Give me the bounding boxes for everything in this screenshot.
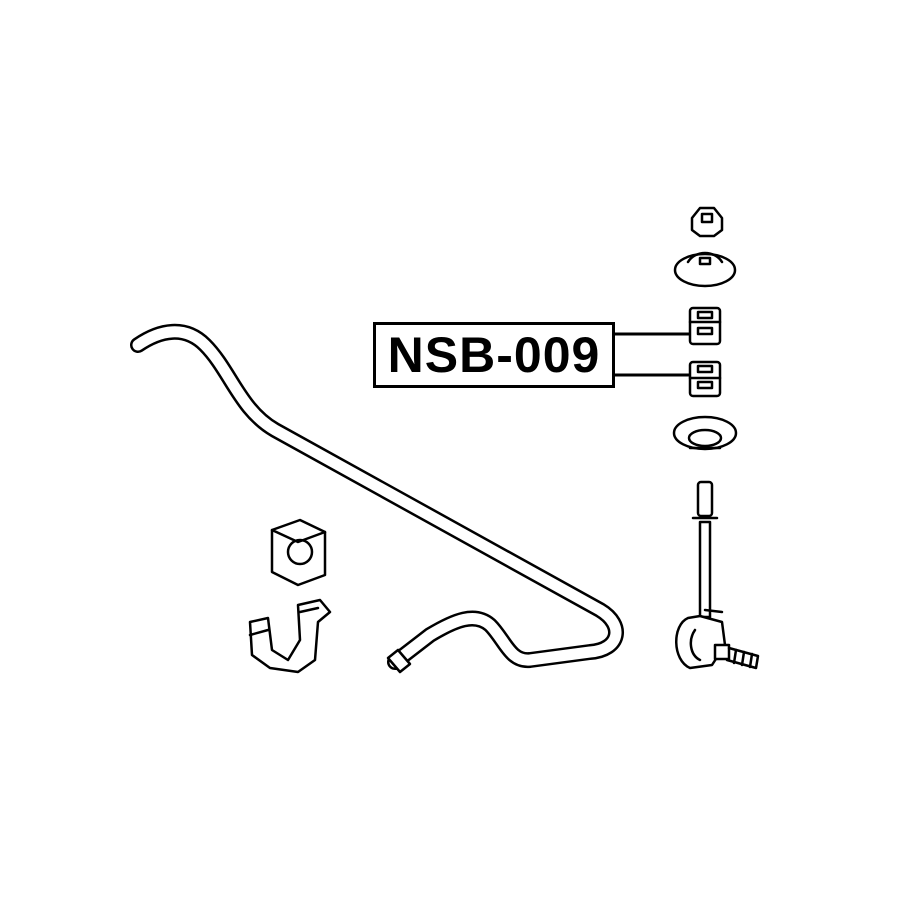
nut bbox=[690, 206, 724, 238]
washer-upper bbox=[673, 251, 737, 288]
washer-lower bbox=[672, 415, 738, 451]
link-bushing-upper bbox=[688, 306, 722, 346]
stabilizer-bar bbox=[130, 323, 624, 674]
stabilizer-bushing bbox=[270, 518, 327, 587]
part-number-text: NSB-009 bbox=[387, 327, 601, 383]
stabilizer-link bbox=[675, 480, 760, 670]
bushing-bracket bbox=[248, 598, 332, 674]
link-bushing-lower bbox=[688, 360, 722, 398]
part-number-label: NSB-009 bbox=[373, 322, 615, 388]
